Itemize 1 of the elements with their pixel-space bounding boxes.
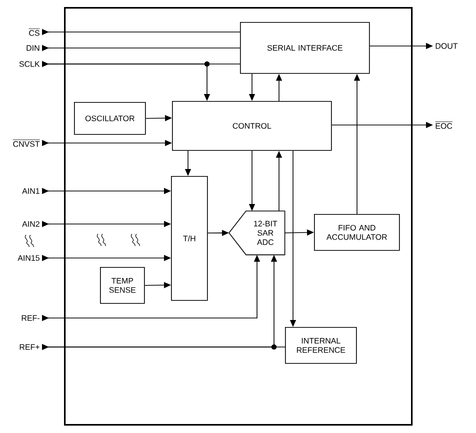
chip-outline bbox=[64, 7, 413, 426]
